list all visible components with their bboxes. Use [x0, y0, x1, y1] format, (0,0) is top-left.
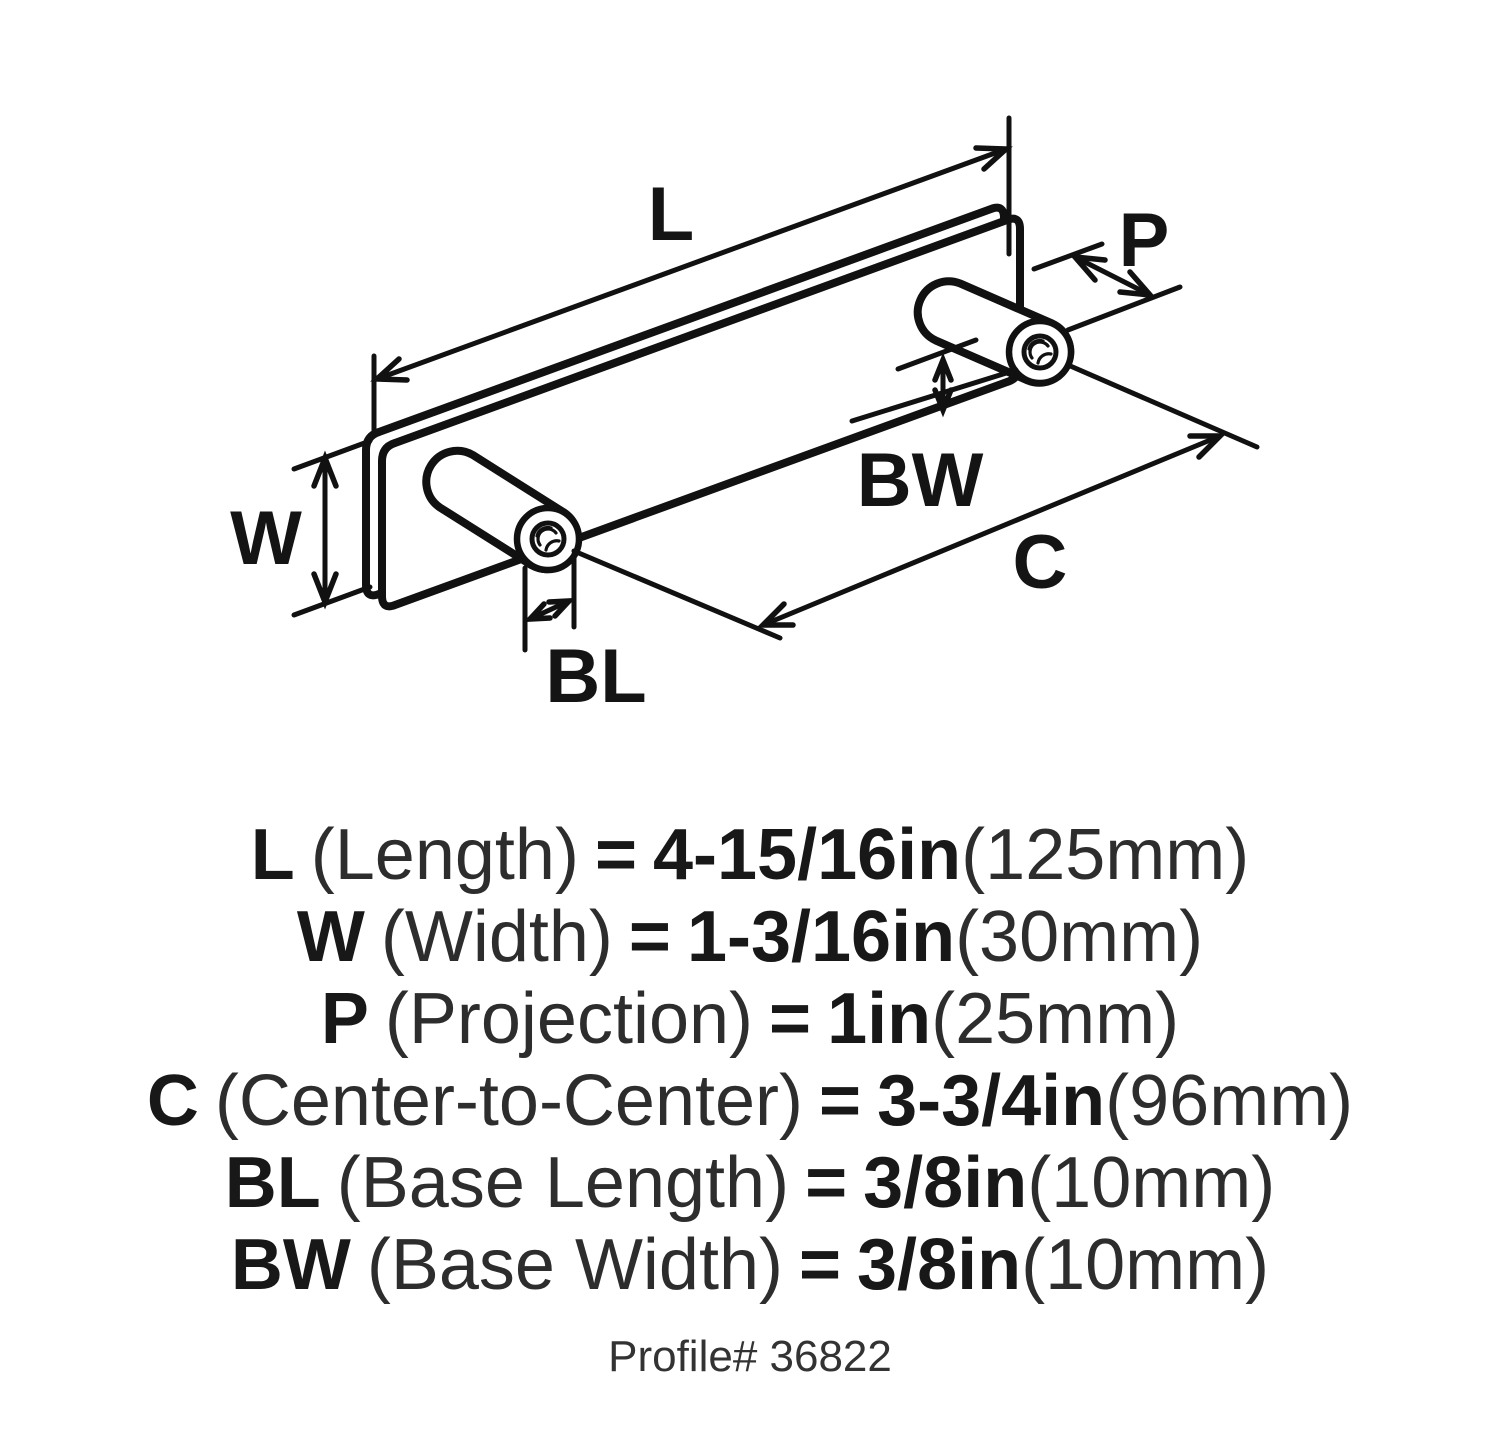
- spec-equals: =: [798, 1225, 842, 1305]
- spec-value: 1-3/16in: [686, 897, 956, 977]
- spec-label: P: [320, 979, 369, 1059]
- dim-C-extension-right: [1065, 362, 1260, 450]
- spec-equals: =: [819, 1061, 862, 1141]
- profile-number: Profile# 36822: [608, 1332, 892, 1381]
- spec-value: 3/8in: [863, 1143, 1028, 1223]
- spec-metric: (25mm): [931, 979, 1180, 1059]
- spec-name: (Width): [380, 897, 613, 977]
- dim-BW-tick-upper: [895, 337, 979, 372]
- spec-value: 4-15/16in: [652, 815, 962, 895]
- spec-label: W: [296, 897, 365, 977]
- spec-metric: (10mm): [1021, 1225, 1270, 1305]
- dim-BW-arrowhead-bottom: [932, 387, 954, 418]
- spec-equals: =: [805, 1143, 848, 1223]
- spec-equals: =: [769, 979, 812, 1059]
- dim-label-BW: BW: [857, 438, 984, 523]
- spec-value: 3/8in: [857, 1225, 1022, 1305]
- dim-label-P: P: [1119, 198, 1170, 283]
- dim-W-arrowhead-bottom: [311, 571, 339, 610]
- spec-label: BL: [224, 1143, 321, 1223]
- spec-line-base-width: BW(Base Width)=3/8in(10mm): [0, 1224, 1500, 1306]
- spec-line-base-length: BL(Base Length)=3/8in(10mm): [0, 1142, 1500, 1224]
- dim-BL-arrowhead-right: [546, 597, 576, 619]
- spec-name: (Base Width): [366, 1225, 783, 1305]
- dim-label-L: L: [648, 172, 694, 257]
- dim-L-line: [374, 146, 1009, 382]
- spec-metric: (125mm): [961, 815, 1250, 895]
- spec-equals: =: [628, 897, 671, 977]
- spec-value: 3-3/4in: [877, 1061, 1106, 1141]
- spec-line-center-to-center: C(Center-to-Center)=3-3/4in(96mm): [0, 1060, 1500, 1142]
- dim-label-W: W: [230, 496, 302, 581]
- spec-value: 1in: [827, 979, 932, 1059]
- dim-BW-arrowhead-top: [932, 352, 954, 383]
- dim-W-tick-top: [291, 438, 373, 472]
- spec-metric: (96mm): [1105, 1061, 1354, 1141]
- spec-name: (Base Length): [336, 1143, 790, 1223]
- spec-equals: =: [594, 815, 637, 895]
- dim-W-tick-bottom: [291, 584, 373, 618]
- dim-C-arrowhead-right: [1187, 433, 1227, 460]
- spec-label: BW: [230, 1225, 351, 1305]
- dim-C-arrowhead-left: [756, 601, 796, 628]
- spec-metric: (10mm): [1027, 1143, 1276, 1223]
- dim-BW-tick-lower: [849, 367, 1019, 424]
- spec-line-projection: P(Projection)=1in(25mm): [0, 978, 1500, 1060]
- right-post-thread-marks: [1027, 338, 1053, 365]
- dim-W-arrowhead-top: [311, 450, 339, 489]
- spec-name: (Center-to-Center): [214, 1061, 804, 1141]
- pull-handle-dimension-diagram: L W P BW: [230, 115, 1260, 719]
- dim-P-tick-inner: [1031, 241, 1105, 272]
- dim-C-line: [760, 433, 1223, 628]
- spec-line-length: L(Length)=4-15/16in(125mm): [0, 814, 1500, 896]
- dim-BL-arrowhead-left: [523, 601, 553, 623]
- dimension-spec-list: L(Length)=4-15/16in(125mm) W(Width)=1-3/…: [0, 814, 1500, 1382]
- dim-L-arrowhead-left: [370, 356, 410, 383]
- spec-label: L: [250, 815, 295, 895]
- dim-L-arrowhead-right: [973, 145, 1013, 172]
- backplate-front-face: [378, 214, 1024, 611]
- dim-label-C: C: [1013, 520, 1068, 605]
- dim-P-arrowhead-lower: [1117, 269, 1157, 299]
- dim-C-extension-left: [571, 548, 783, 641]
- dim-label-BL: BL: [545, 634, 646, 719]
- spec-line-width: W(Width)=1-3/16in(30mm): [0, 896, 1500, 978]
- spec-name: (Projection): [384, 979, 754, 1059]
- diagram-canvas: L W P BW: [230, 115, 1260, 719]
- spec-metric: (30mm): [955, 897, 1204, 977]
- dim-P-reference-outer: [1065, 284, 1183, 333]
- spec-label: C: [146, 1061, 199, 1141]
- dim-P-arrowhead-upper: [1068, 253, 1108, 283]
- left-post-thread-marks: [535, 525, 561, 552]
- spec-name: (Length): [310, 815, 579, 895]
- dim-P-line: [1072, 254, 1153, 298]
